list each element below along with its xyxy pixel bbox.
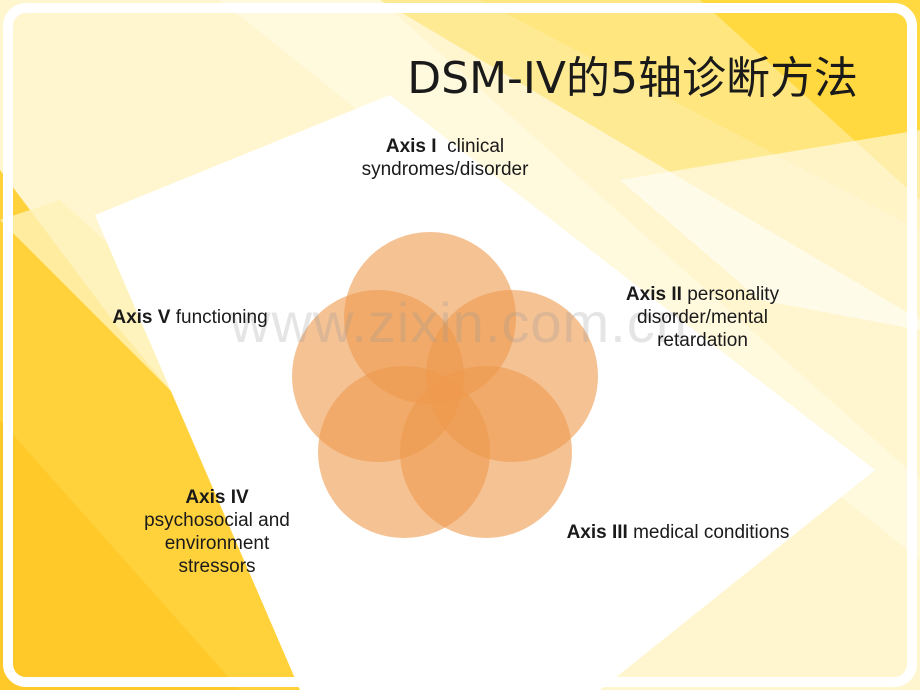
- slide-frame: [3, 3, 917, 687]
- five-circle-diagram: [292, 232, 598, 538]
- axis-1-name: Axis I: [385, 136, 437, 157]
- axis-4-name: Axis IV: [185, 487, 249, 508]
- watermark: www.zixin.com.cn: [230, 291, 688, 354]
- axis-2-desc-3: retardation: [657, 330, 748, 351]
- axis-2-desc-1: personality: [687, 284, 780, 305]
- axis-4-desc-1: psychosocial and: [144, 510, 290, 531]
- axis-4-desc-3: stressors: [178, 556, 256, 577]
- axis-3-name: Axis III: [566, 522, 628, 543]
- bg-white-ray: [620, 130, 920, 330]
- label-axis-3: Axis III medical conditions: [538, 521, 818, 544]
- axis-2-name: Axis II: [625, 284, 682, 305]
- page-title: DSM-IV的5轴诊断方法: [407, 53, 858, 104]
- circle-axis-5: [292, 290, 464, 462]
- bg-band-corner: [0, 420, 240, 690]
- label-axis-1: Axis I clinical syndromes/disorder: [330, 135, 560, 181]
- axis-1-desc-2: syndromes/disorder: [361, 159, 529, 180]
- axis-3-desc-1: medical conditions: [633, 522, 790, 543]
- axis-2-desc-2: disorder/mental: [637, 307, 768, 328]
- axis-4-desc-2: environment: [164, 533, 270, 554]
- axis-5-name: Axis V: [112, 307, 171, 328]
- label-axis-5: Axis V functioning: [90, 306, 290, 329]
- label-axis-2: Axis II personality disorder/mental reta…: [600, 283, 805, 352]
- axis-5-desc-1: functioning: [175, 307, 268, 328]
- axis-1-desc-1: clinical: [447, 136, 505, 157]
- label-axis-4: Axis IV psychosocial and environment str…: [112, 486, 322, 578]
